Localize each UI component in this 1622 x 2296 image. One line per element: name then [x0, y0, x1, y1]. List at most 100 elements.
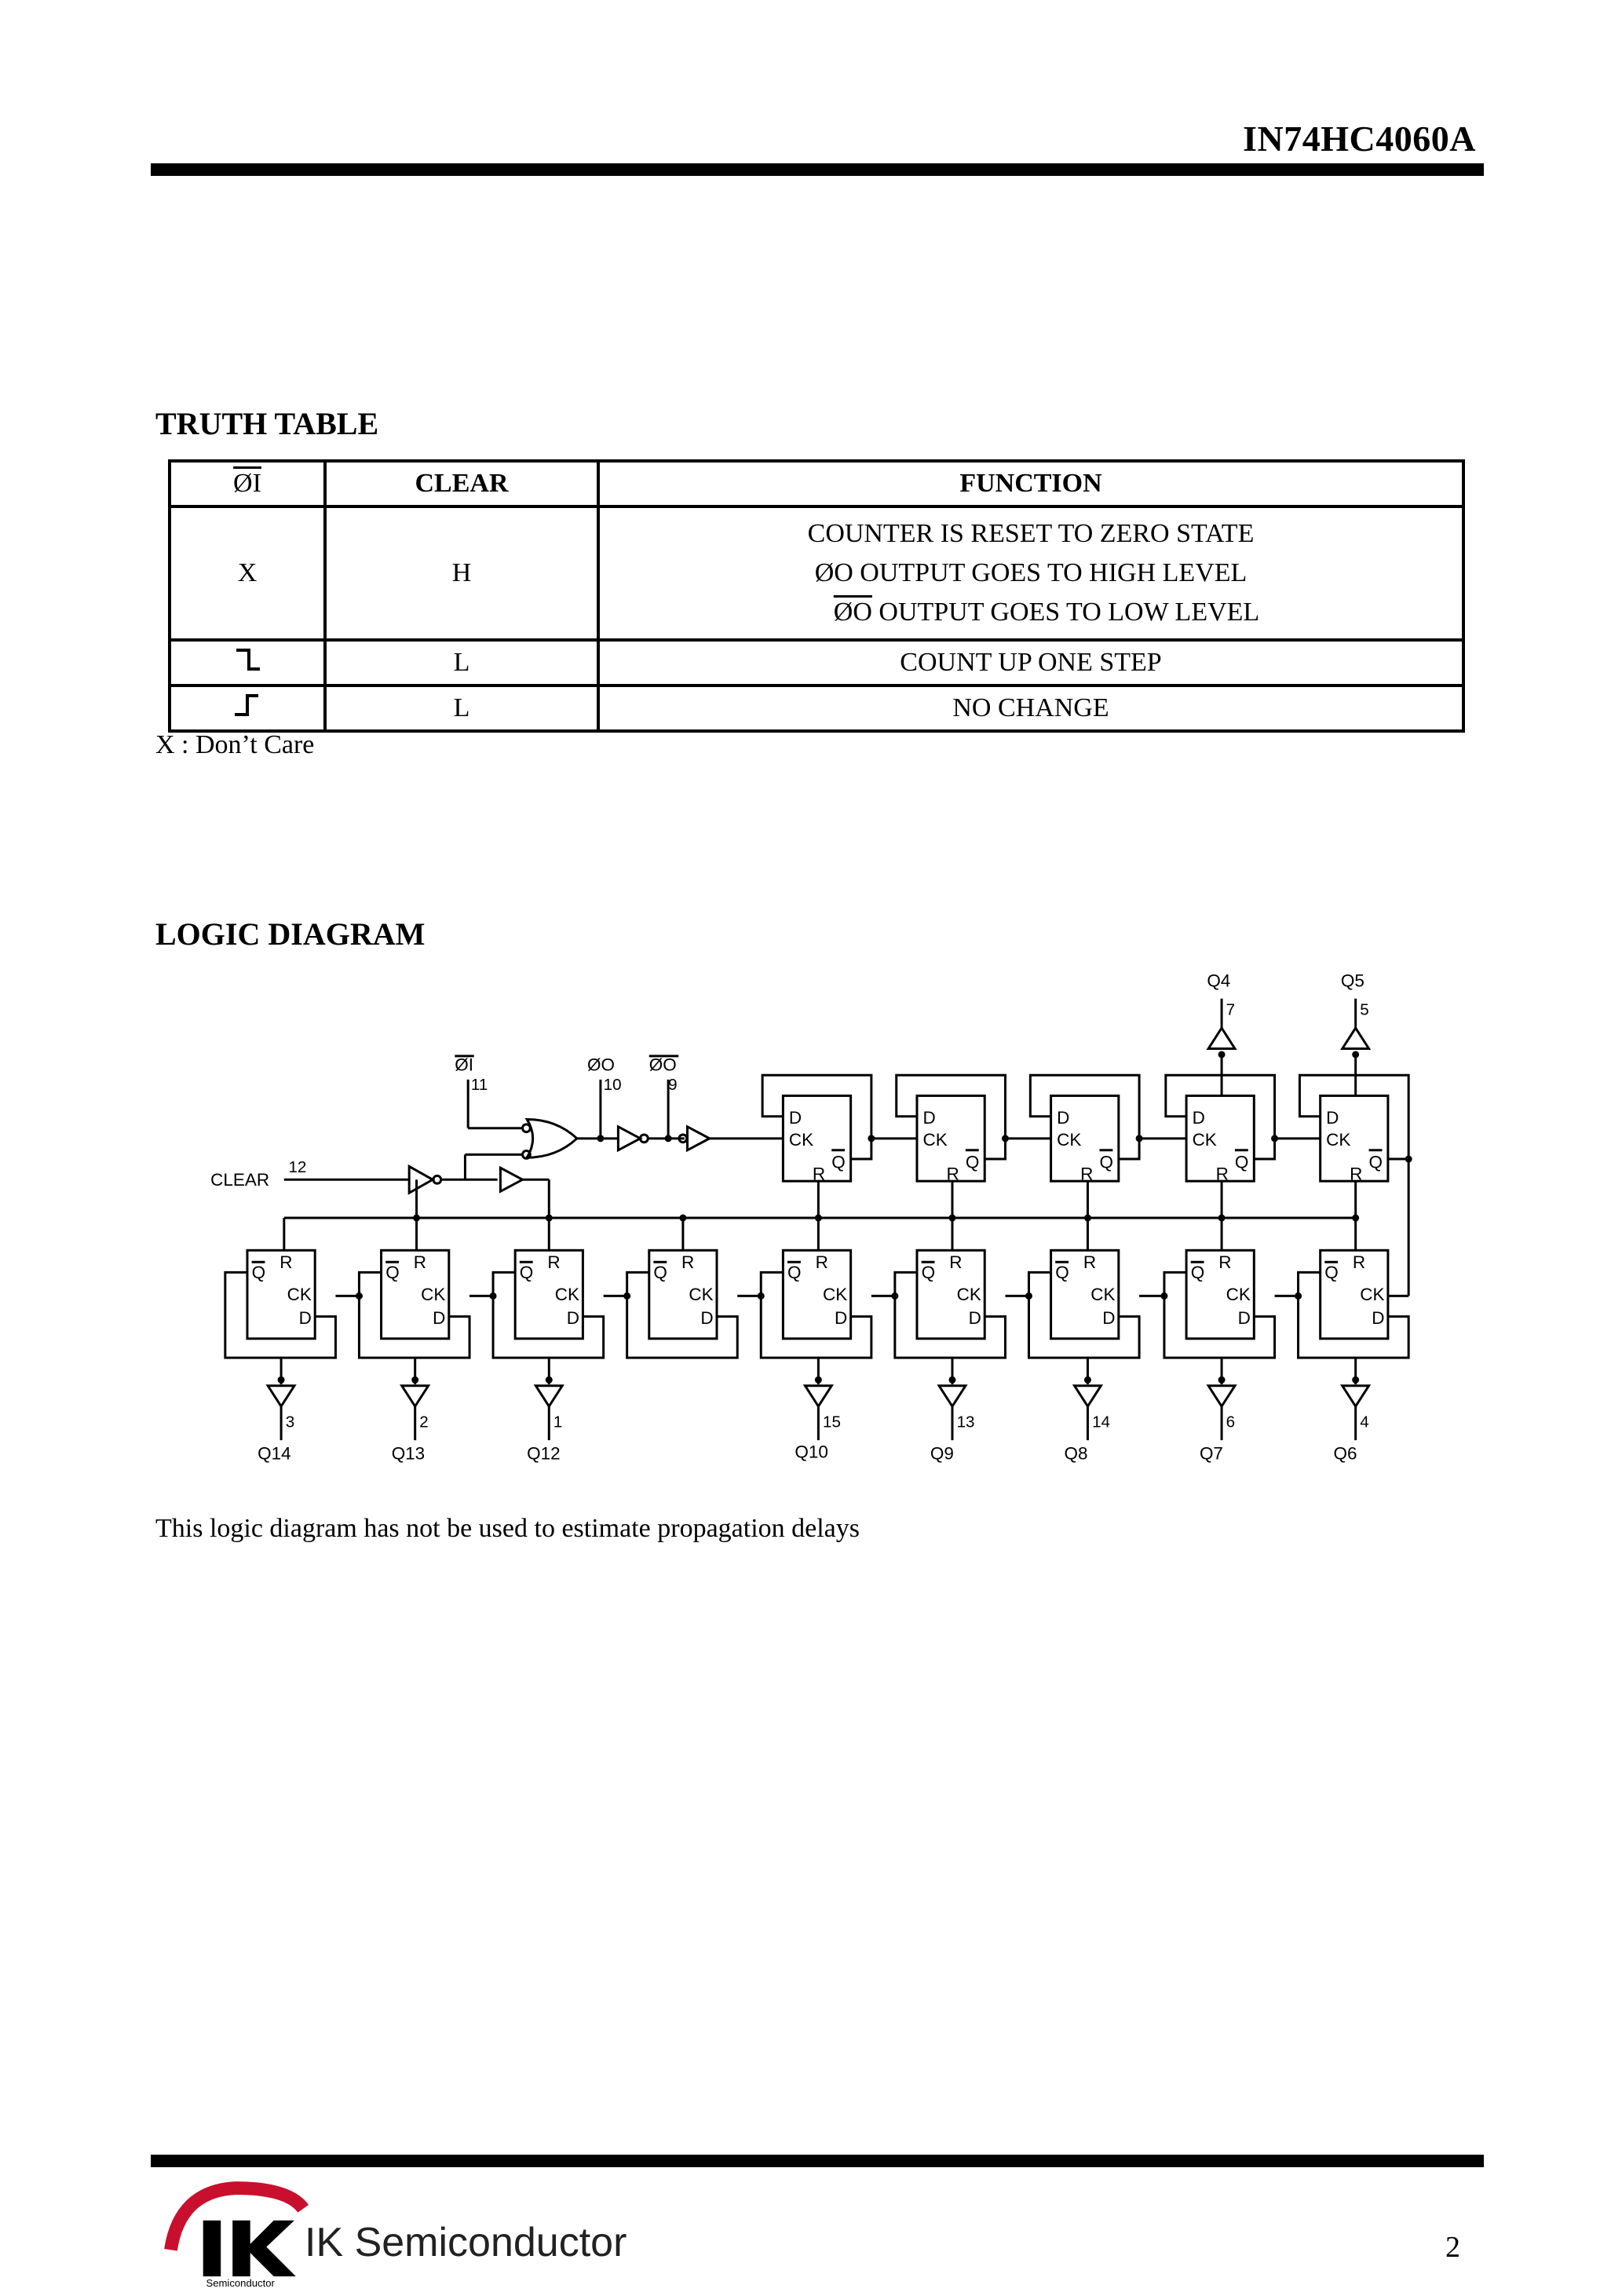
ff-d-label: D	[1372, 1308, 1384, 1328]
osc-out-bar-label: ØO	[649, 1055, 677, 1075]
ff-q-label: Q	[1369, 1152, 1383, 1172]
bottom-output-pin: 1	[553, 1413, 562, 1431]
ff-ck-label: CK	[1090, 1285, 1115, 1304]
ff-ck-label: CK	[287, 1285, 312, 1304]
clear-header: CLEAR	[323, 459, 600, 508]
ff-ck-label: CK	[689, 1285, 713, 1304]
ff-r-label: R	[949, 1252, 962, 1272]
truth-table-title: TRUTH TABLE	[155, 406, 379, 441]
clear-label: CLEAR	[210, 1170, 269, 1190]
ff-ck-label: CK	[555, 1285, 579, 1304]
ff-ck-label: CK	[1226, 1285, 1251, 1304]
ff-r-label: R	[1218, 1252, 1231, 1272]
osc-out-label: ØO	[587, 1055, 615, 1075]
ff-r-label: R	[1350, 1164, 1362, 1183]
function-header: FUNCTION	[597, 459, 1465, 508]
truth-table: ØI CLEAR FUNCTION X H COUNTER IS RESET T…	[168, 459, 1465, 733]
function-line: ØO OUTPUT GOES TO HIGH LEVEL	[814, 558, 1248, 587]
ff-ck-label: CK	[922, 1130, 947, 1150]
ff-r-label: R	[813, 1164, 825, 1183]
ff-d-label: D	[789, 1108, 802, 1128]
ff-q-label: Q	[1099, 1152, 1113, 1172]
rising-edge-icon	[235, 693, 258, 716]
function-line: ØO OUTPUT GOES TO LOW LEVEL	[600, 593, 1462, 632]
ff-q-label: Q	[922, 1263, 936, 1282]
bottom-output-pin: 6	[1226, 1413, 1235, 1431]
top-output-pin: 7	[1226, 1000, 1235, 1018]
ff-ck-label: CK	[1326, 1130, 1350, 1150]
falling-edge-icon	[236, 648, 260, 671]
bottom-output-pin: 3	[286, 1413, 294, 1431]
ff-d-label: D	[922, 1108, 935, 1128]
bottom-output-label: Q10	[795, 1442, 827, 1462]
ff-ck-label: CK	[823, 1285, 847, 1304]
ff-ck-label: CK	[1057, 1130, 1081, 1150]
bottom-output-label: Q9	[930, 1444, 954, 1464]
ff-ck-label: CK	[421, 1285, 445, 1304]
top-output-label: Q5	[1341, 971, 1364, 991]
bottom-output-pin: 13	[957, 1413, 975, 1431]
ff-r-label: R	[547, 1252, 560, 1272]
function-line-rest: OUTPUT GOES TO LOW LEVEL	[871, 598, 1260, 627]
table-row: X H COUNTER IS RESET TO ZERO STATE ØO OU…	[168, 505, 1465, 642]
ff-d-label: D	[969, 1308, 981, 1328]
footer-rule	[151, 2155, 1484, 2167]
function-cell: COUNT UP ONE STEP	[597, 638, 1465, 687]
osc-out-bar-text: ØO	[833, 598, 872, 627]
ik-semiconductor-logo: Semiconductor	[164, 2181, 309, 2289]
osc-out-pin: 10	[604, 1076, 622, 1094]
bottom-output-label: Q14	[258, 1444, 291, 1464]
osc-out-bar-pin: 9	[668, 1076, 677, 1094]
osc-cell	[168, 638, 327, 687]
table-row: L NO CHANGE	[168, 684, 1465, 733]
bottom-output-label: Q12	[527, 1444, 561, 1464]
truth-table-header-row: ØI CLEAR FUNCTION	[168, 459, 1465, 508]
ff-d-label: D	[433, 1308, 445, 1328]
ff-d-label: D	[700, 1308, 713, 1328]
ff-d-label: D	[1326, 1108, 1339, 1128]
function-line: COUNTER IS RESET TO ZERO STATE	[807, 519, 1255, 548]
ff-q-label: Q	[1191, 1263, 1205, 1282]
ff-r-label: R	[1353, 1252, 1365, 1272]
clear-cell: L	[323, 684, 600, 733]
diagram-note: This logic diagram has not be used to es…	[155, 1514, 860, 1543]
clear-cell: L	[323, 638, 600, 687]
ff-d-label: D	[1057, 1108, 1069, 1128]
logic-diagram-title: LOGIC DIAGRAM	[155, 916, 426, 952]
ff-d-label: D	[835, 1308, 847, 1328]
ff-q-label: Q	[1055, 1263, 1069, 1282]
bottom-output-pin: 14	[1092, 1413, 1110, 1431]
ff-r-label: R	[681, 1252, 694, 1272]
bottom-output-pin: 4	[1360, 1413, 1368, 1431]
ff-d-label: D	[299, 1308, 312, 1328]
top-output-label: Q4	[1207, 971, 1230, 991]
ff-ck-label: CK	[789, 1130, 813, 1150]
ff-d-label: D	[1238, 1308, 1251, 1328]
ff-ck-label: CK	[1193, 1130, 1217, 1150]
table-row: L COUNT UP ONE STEP	[168, 638, 1465, 687]
bottom-output-label: Q13	[392, 1444, 426, 1464]
clear-cell: H	[323, 505, 600, 642]
ff-r-label: R	[279, 1252, 292, 1272]
ff-r-label: R	[1216, 1164, 1229, 1183]
top-output-pin: 5	[1360, 1000, 1368, 1018]
ff-q-label: Q	[385, 1263, 400, 1282]
ff-q-label: Q	[252, 1263, 265, 1282]
ff-q-label: Q	[1235, 1152, 1249, 1172]
bottom-output-pin: 2	[419, 1413, 428, 1431]
osc-in-label: ØI	[455, 1055, 473, 1075]
function-cell: NO CHANGE	[597, 684, 1465, 733]
ff-q-label: Q	[520, 1263, 534, 1282]
bottom-output-label: Q6	[1334, 1444, 1357, 1464]
ff-q-label: Q	[653, 1263, 667, 1282]
ff-ck-label: CK	[1360, 1285, 1384, 1304]
ff-d-label: D	[567, 1308, 579, 1328]
ff-r-label: R	[1080, 1164, 1093, 1183]
ff-r-label: R	[816, 1252, 828, 1272]
osc-cell	[168, 684, 327, 733]
part-number-title: IN74HC4060A	[1243, 119, 1476, 159]
ff-q-label: Q	[1324, 1263, 1339, 1282]
ff-d-label: D	[1193, 1108, 1205, 1128]
ff-q-label: Q	[966, 1152, 980, 1172]
